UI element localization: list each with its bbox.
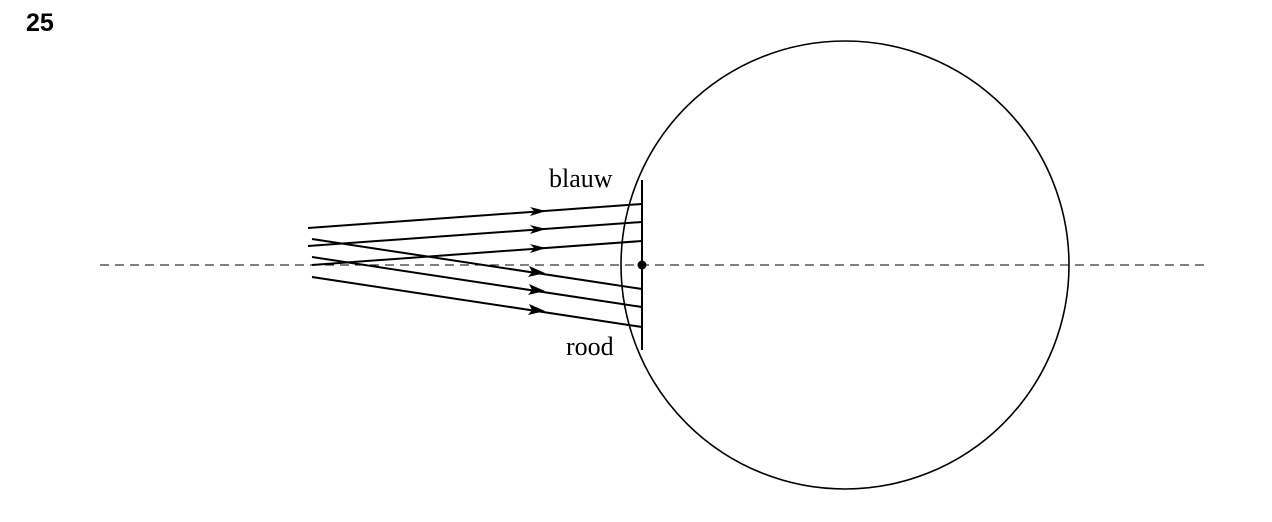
blue-ray-2 (307, 221, 643, 247)
blue-ray-1 (307, 203, 643, 229)
red-ray-2-arrow (528, 284, 545, 295)
blue-ray-1-arrow (530, 207, 546, 216)
red-ray-2 (311, 256, 643, 308)
blue-ray-3 (311, 240, 643, 266)
label-rood: rood (566, 332, 614, 361)
red-ray-1 (311, 238, 643, 290)
blue-ray-3-arrow (530, 244, 546, 253)
question-number: 25 (26, 9, 54, 37)
red-rays (311, 238, 643, 328)
red-ray-3 (311, 276, 643, 328)
label-blauw: blauw (549, 164, 613, 193)
blue-rays (307, 203, 643, 266)
red-ray-1-arrow (528, 266, 545, 277)
lens-center-point (637, 260, 647, 270)
red-ray-3-arrow (528, 304, 545, 315)
blue-ray-2-arrow (530, 225, 546, 234)
